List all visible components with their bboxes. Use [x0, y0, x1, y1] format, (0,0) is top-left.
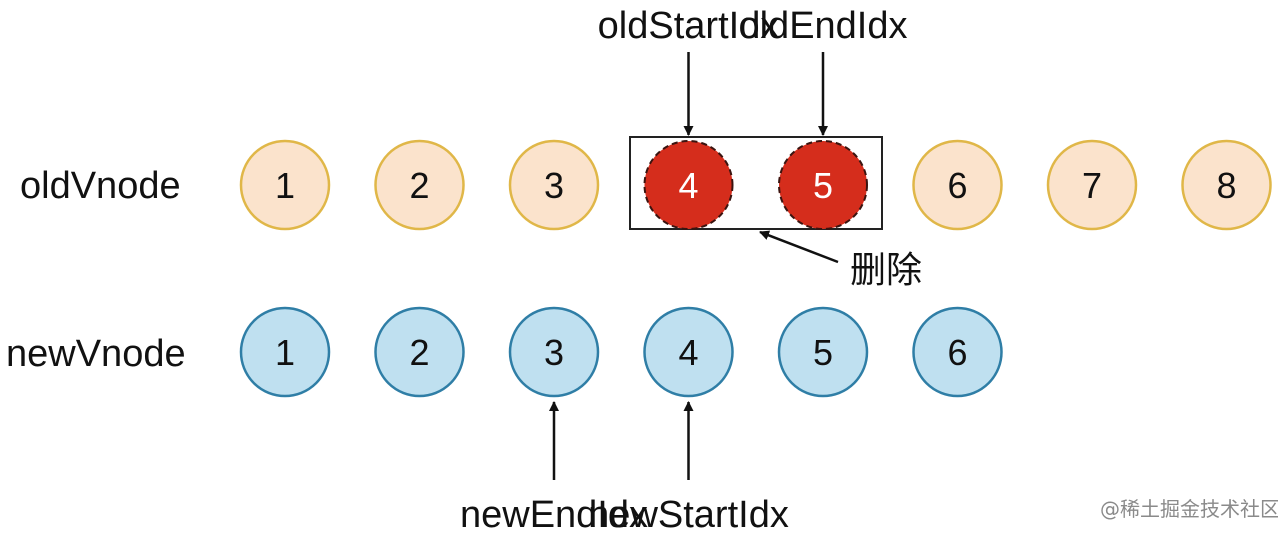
old-vnode-circle — [643, 140, 734, 230]
new-vnode-4: 4 — [643, 306, 734, 398]
watermark-text: @稀土掘金技术社区 — [1100, 497, 1278, 521]
delete-label: 删除 — [850, 250, 922, 291]
new-vnode-2: 2 — [374, 306, 465, 398]
new-vnode-circle — [239, 306, 331, 398]
newEndIdx-label: newEndIdx — [460, 494, 648, 536]
old-vnode-3: 3 — [508, 139, 600, 231]
old-vnode-circle — [239, 139, 331, 231]
old-vnode-number: 8 — [1216, 165, 1236, 206]
new-vnode-circle — [508, 306, 600, 398]
new-vnode-number: 3 — [544, 332, 564, 373]
pointer-newStartIdx: newStartIdx — [588, 401, 789, 536]
old-vnode-circle — [1046, 139, 1138, 231]
old-vnode-circle — [778, 140, 868, 230]
old-vnode-number: 4 — [678, 165, 698, 206]
old-vnode-6: 6 — [912, 139, 1003, 231]
pointer-oldEndIdx: oldEndIdx — [738, 5, 908, 136]
old-vnode-circle — [374, 139, 465, 231]
old-vnode-4: 4 — [643, 140, 734, 230]
old-vnode-number: 7 — [1082, 165, 1102, 206]
oldEndIdx-label: oldEndIdx — [738, 5, 907, 47]
new-vnode-3: 3 — [508, 306, 600, 398]
new-vnode-label: newVnode — [6, 333, 186, 375]
new-vnode-number: 5 — [813, 332, 833, 373]
old-vnode-8: 8 — [1181, 139, 1272, 231]
new-vnode-5: 5 — [777, 306, 869, 398]
new-vnode-circle — [643, 306, 734, 398]
pointer-newEndIdx: newEndIdx — [460, 401, 648, 536]
delete-arrow — [759, 230, 839, 264]
pointer-oldStartIdx: oldStartIdx — [598, 5, 780, 136]
old-vnode-circle — [508, 139, 600, 231]
new-vnode-circle — [777, 306, 869, 398]
old-vnode-label: oldVnode — [20, 165, 181, 207]
new-vnode-number: 4 — [678, 332, 698, 373]
old-vnode-number: 6 — [947, 165, 967, 206]
old-vnode-5: 5 — [778, 140, 868, 230]
old-vnode-7: 7 — [1046, 139, 1138, 231]
old-vnode-row: 1 2 3 4 5 6 7 8 — [239, 139, 1272, 231]
old-vnode-number: 5 — [813, 165, 833, 206]
oldStartIdx-label: oldStartIdx — [598, 5, 780, 47]
new-vnode-number: 2 — [409, 332, 429, 373]
old-vnode-1: 1 — [239, 139, 331, 231]
old-vnode-number: 1 — [275, 165, 295, 206]
newStartIdx-label: newStartIdx — [588, 494, 789, 536]
old-vnode-2: 2 — [374, 139, 465, 231]
old-vnode-number: 2 — [409, 165, 429, 206]
new-vnode-6: 6 — [912, 306, 1003, 398]
deleted-range-box — [629, 136, 883, 230]
new-vnode-circle — [374, 306, 465, 398]
old-vnode-circle — [1181, 139, 1272, 231]
new-vnode-row: 1 2 3 4 5 6 — [239, 306, 1003, 398]
new-vnode-number: 1 — [275, 332, 295, 373]
old-vnode-number: 3 — [544, 165, 564, 206]
new-vnode-1: 1 — [239, 306, 331, 398]
new-vnode-number: 6 — [947, 332, 967, 373]
new-vnode-circle — [912, 306, 1003, 398]
old-vnode-circle — [912, 139, 1003, 231]
